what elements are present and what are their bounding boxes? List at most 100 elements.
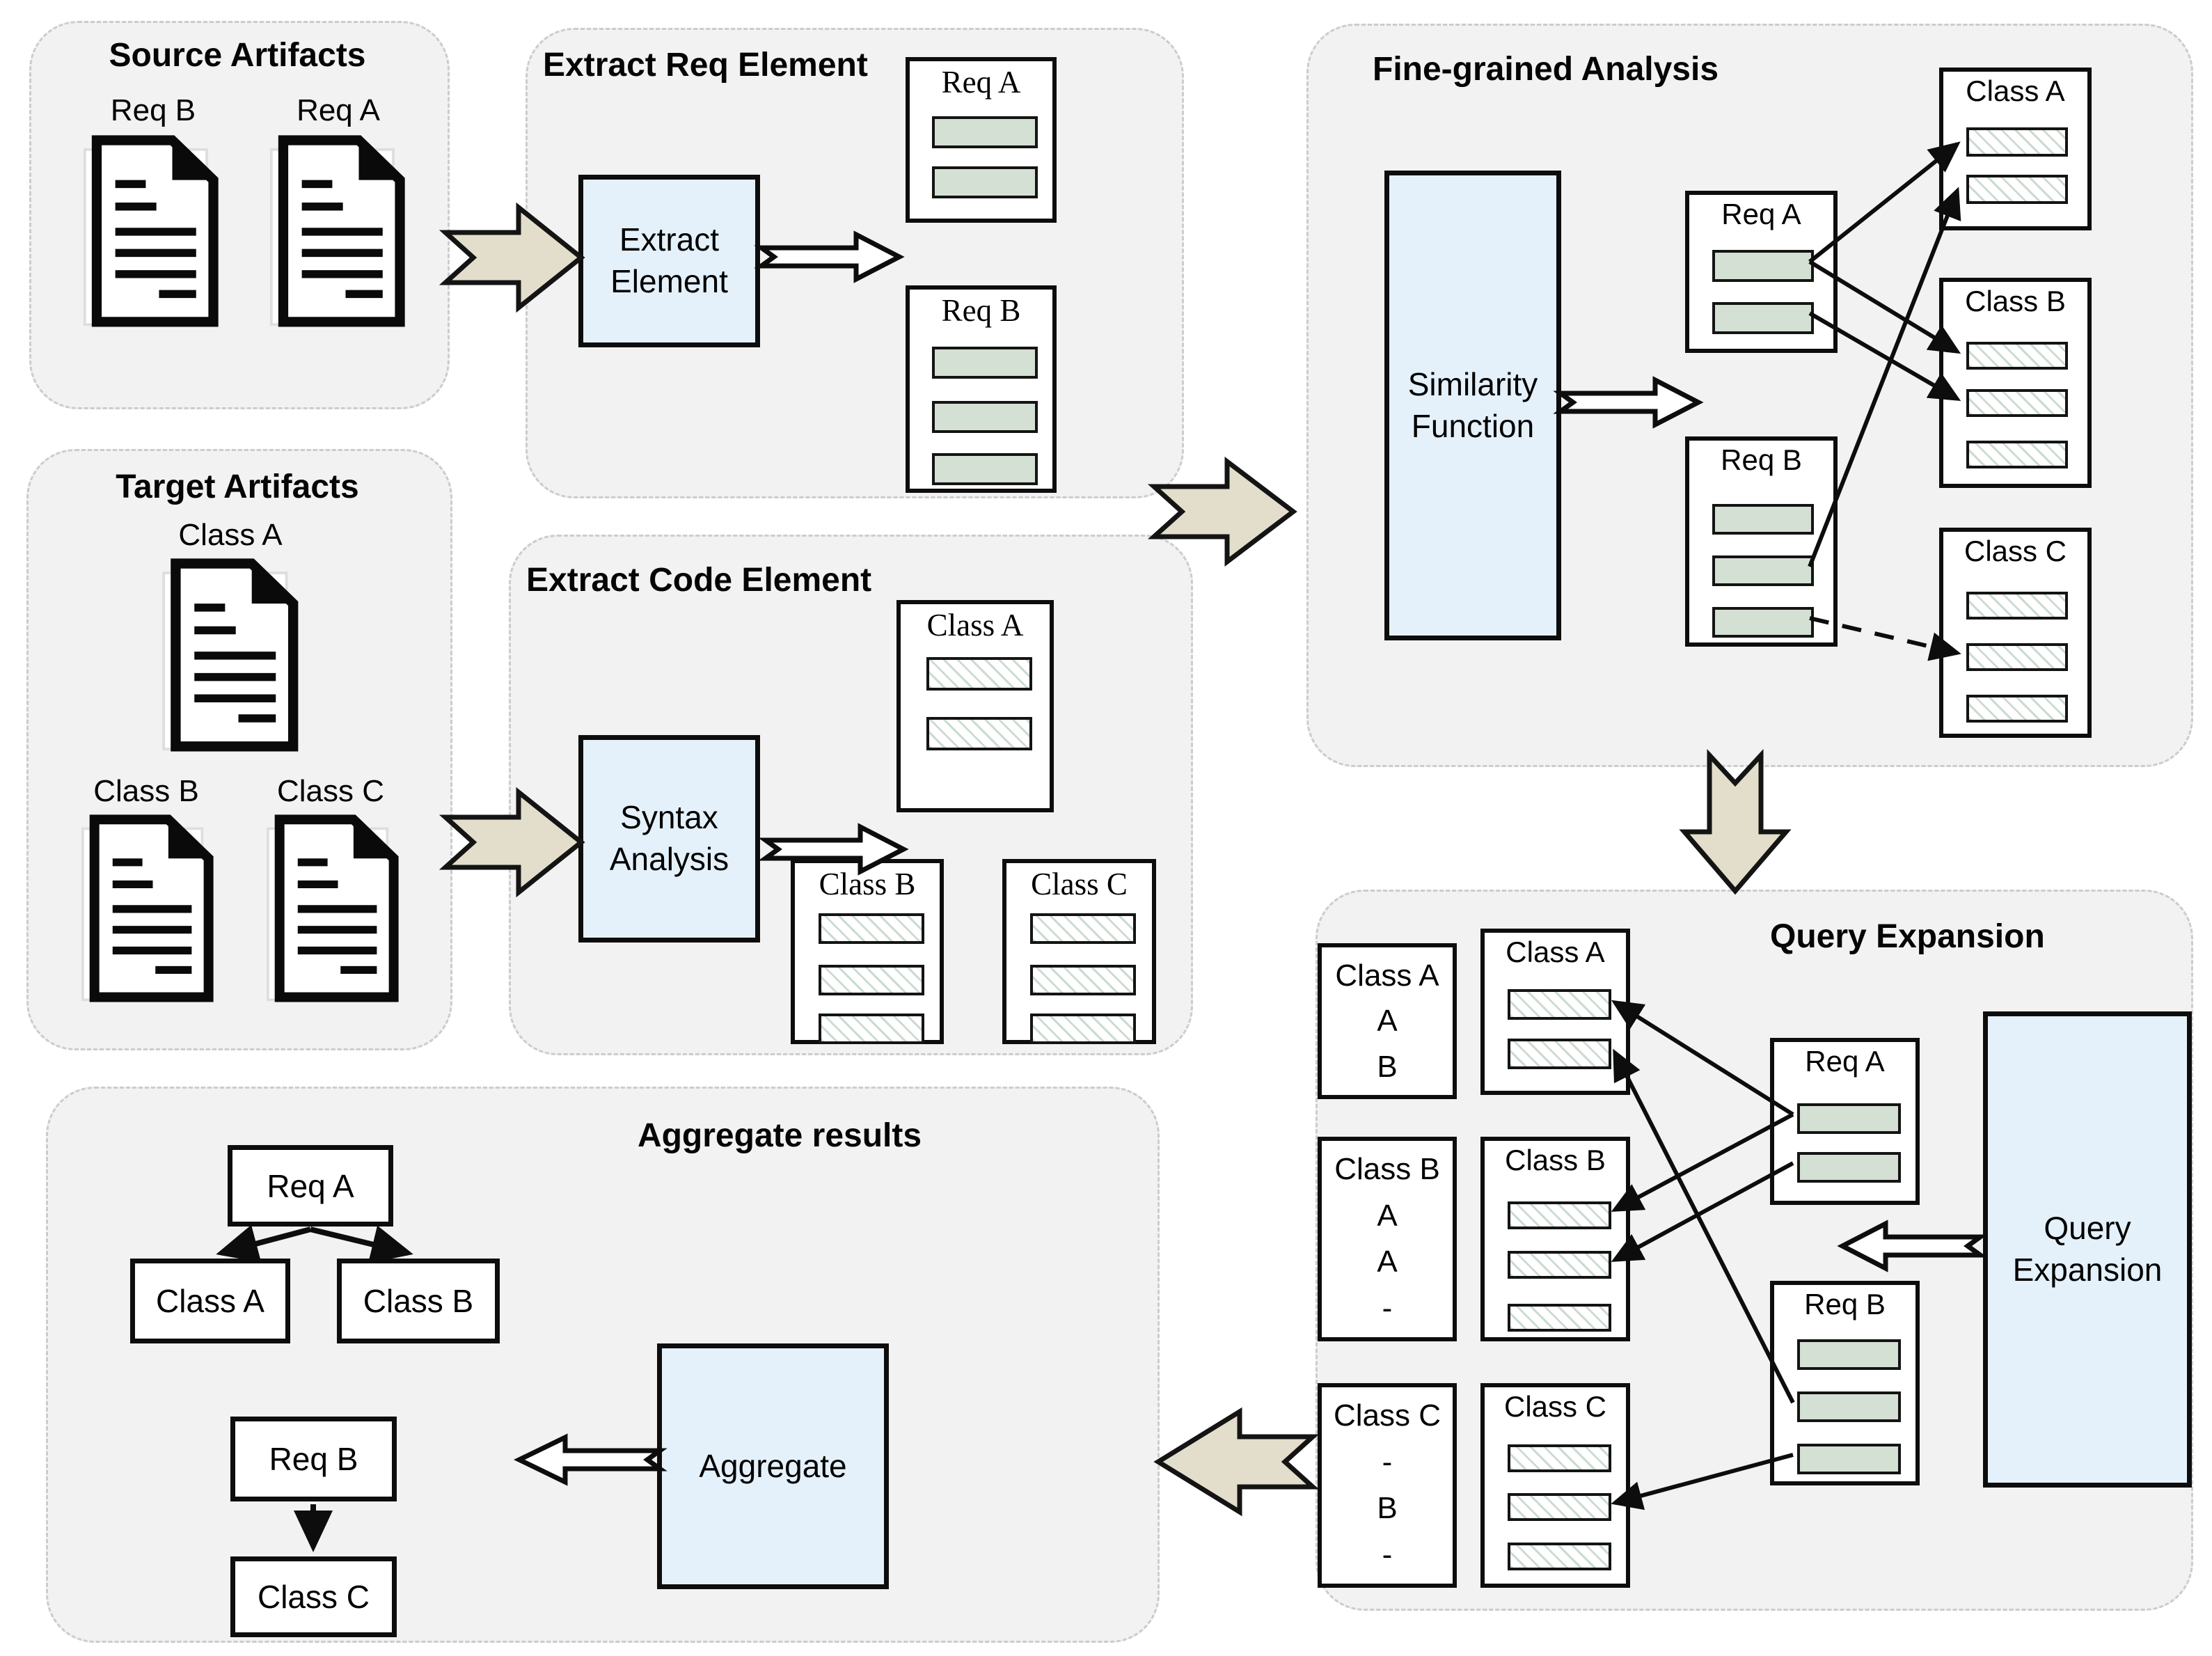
tree-node-class-a: Class A [130,1259,290,1343]
element-box-class-b-fine: Class B [1939,278,2092,488]
element-box-class-c-fine: Class C [1939,528,2092,738]
req-fragment [1797,1391,1901,1422]
query-expansion-box: Query Expansion [1983,1011,2192,1488]
doc-label-req-b: Req B [110,93,196,127]
code-fragment [1508,1251,1611,1279]
query-expansion-line2: Expansion [2012,1252,2163,1288]
result-list-class-c: Class C - B - [1318,1383,1457,1588]
code-fragment [1966,592,2068,620]
code-fragment [1508,989,1611,1020]
extract-element-box: Extract Element [578,175,760,347]
req-fragment [1797,1103,1901,1134]
similarity-function-line1: Similarity [1407,365,1538,402]
code-fragment [1030,913,1136,944]
extract-element-line2: Element [610,263,728,299]
element-box-req-a-extract: Req A [906,57,1057,223]
title-extract-code: Extract Code Element [526,562,872,599]
result-row: - [1382,1537,1393,1572]
code-fragment [819,1014,924,1044]
tree-node-label: Class C [257,1579,370,1615]
element-box-class-a-query: Class A [1480,929,1630,1095]
doc-label-class-b: Class B [93,774,199,808]
element-label: Class B [1505,1144,1606,1176]
code-fragment [1508,1493,1611,1521]
result-list-class-b: Class B A A - [1318,1137,1457,1341]
title-fine-grained: Fine-grained Analysis [1373,51,1719,88]
document-icon-class-a [161,557,301,752]
doc-label-class-c: Class C [276,774,385,808]
req-fragment [932,347,1038,379]
element-box-class-c-extract: Class C [1002,859,1156,1044]
code-fragment [1966,643,2068,671]
element-box-class-b-query: Class B [1480,1137,1630,1341]
syntax-analysis-box: Syntax Analysis [578,735,760,943]
code-fragment [1966,441,2068,468]
element-label: Class A [1966,74,2065,107]
syntax-analysis-line2: Analysis [609,841,729,877]
code-fragment [926,717,1032,750]
result-header: Class A [1335,958,1439,993]
element-label: Class B [819,867,916,901]
doc-label-class-a: Class A [178,518,283,552]
element-box-req-a-query: Req A [1770,1038,1920,1205]
result-row: A [1377,1198,1398,1233]
tree-node-label: Class A [156,1283,264,1319]
query-expansion-line1: Query [2044,1210,2131,1247]
element-label: Req B [1804,1288,1886,1320]
code-fragment [1966,389,2068,417]
tree-node-req-b: Req B [230,1417,397,1501]
similarity-function-box: Similarity Function [1384,171,1561,640]
syntax-analysis-line1: Syntax [620,799,718,836]
tree-node-req-a: Req A [228,1145,393,1227]
element-label: Req A [941,65,1021,100]
element-box-class-b-extract: Class B [791,859,944,1044]
result-row: B [1377,1049,1398,1084]
element-label: Class C [1503,1390,1607,1423]
flow-arrow-query-to-aggregate [1153,1407,1320,1517]
code-fragment [1966,175,2068,204]
element-box-class-a-extract: Class A [896,600,1054,812]
result-header: Class B [1334,1152,1440,1187]
element-label: Class A [1506,936,1605,968]
result-row: A [1377,1245,1398,1279]
result-header: Class C [1333,1398,1441,1433]
element-label: Req A [1721,198,1801,230]
result-row: B [1377,1491,1398,1526]
element-box-req-b-extract: Req B [906,285,1057,493]
title-query-expansion: Query Expansion [1770,918,2045,955]
code-fragment [1508,1304,1611,1332]
element-label: Class B [1965,285,2066,317]
document-icon-req-a [269,134,408,327]
aggregate-box: Aggregate [657,1343,889,1589]
code-fragment [1508,1039,1611,1069]
req-fragment [1797,1444,1901,1474]
element-box-req-b-query: Req B [1770,1281,1920,1485]
code-fragment [1508,1543,1611,1570]
result-row: - [1382,1444,1393,1479]
element-label: Req B [941,293,1021,328]
req-fragment [1797,1339,1901,1370]
code-fragment [1508,1201,1611,1229]
element-label: Class A [926,608,1024,642]
req-fragment [1797,1152,1901,1183]
document-icon-class-b [79,813,217,1002]
req-fragment [1712,555,1814,586]
req-fragment [932,116,1038,148]
result-row: A [1377,1004,1398,1038]
code-fragment [926,657,1032,691]
aggregate-label: Aggregate [699,1447,847,1484]
title-aggregate-results: Aggregate results [637,1117,922,1154]
element-label: Req B [1721,443,1802,476]
element-box-class-a-fine: Class A [1939,68,2092,230]
code-fragment [1030,1014,1136,1044]
code-fragment [819,965,924,995]
req-fragment [1712,302,1814,334]
element-box-class-c-query: Class C [1480,1383,1630,1588]
tree-node-class-b: Class B [337,1259,500,1343]
tree-node-label: Req A [267,1167,354,1204]
document-icon-class-c [264,813,402,1002]
tree-node-label: Req B [269,1441,358,1477]
element-label: Class C [1964,535,2067,567]
code-fragment [819,913,924,944]
